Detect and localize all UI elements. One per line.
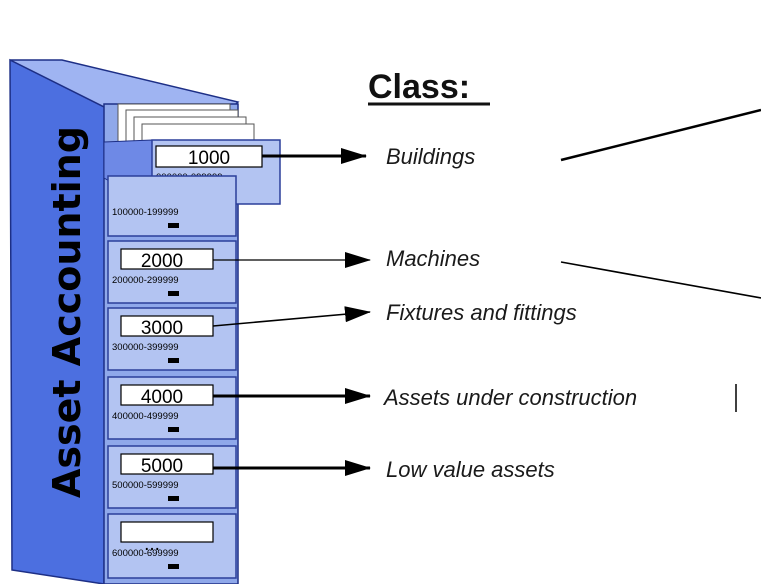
- drawer-2000[interactable]: 2000 200000-299999: [107, 240, 237, 304]
- drawer-label-box: [120, 248, 214, 270]
- drawer-5000[interactable]: 5000 500000-599999: [107, 445, 237, 509]
- drawer-code: 4000: [141, 387, 183, 408]
- filing-cabinet: Asset Accounting 1000 000000-099999 1000…: [9, 58, 281, 584]
- drawer-code: 5000: [141, 456, 183, 477]
- cabinet-side: [9, 58, 107, 584]
- drawer-range: 200000-299999: [112, 275, 179, 286]
- label-low-value-assets: Low value assets: [386, 457, 555, 482]
- drawer-handle: [168, 427, 179, 432]
- connector-line-machines: [560, 261, 761, 299]
- label-machines: Machines: [386, 246, 480, 271]
- drawer-label-box: [120, 453, 214, 475]
- drawer-handle: [168, 223, 179, 228]
- label-assets-under-construction: Assets under construction: [382, 385, 637, 410]
- drawer-range: 300000-399999: [112, 342, 179, 353]
- drawer-code: 3000: [141, 318, 183, 339]
- drawer-label-box: [120, 521, 214, 543]
- drawer-code: 2000: [141, 251, 183, 272]
- drawer-handle: [168, 291, 179, 296]
- arrow-fixtures: [212, 306, 371, 327]
- cabinet-title: Asset Accounting: [45, 126, 89, 498]
- drawer-handle: [168, 496, 179, 501]
- drawer-range: 100000-199999: [112, 207, 179, 218]
- class-heading: Class:: [368, 68, 470, 106]
- drawer-range: 400000-499999: [112, 411, 179, 422]
- drawer-4000[interactable]: 4000 400000-499999: [107, 376, 237, 440]
- drawer-code: ...: [144, 534, 160, 555]
- drawer-handle: [168, 358, 179, 363]
- drawer-3000[interactable]: 3000 300000-399999: [107, 307, 237, 371]
- drawer-range: 600000-699999: [112, 548, 179, 559]
- drawer-range: 500000-599999: [112, 480, 179, 491]
- drawer-100000[interactable]: 100000-199999: [107, 175, 237, 237]
- drawer-code: 1000: [188, 148, 230, 169]
- label-fixtures: Fixtures and fittings: [386, 300, 577, 325]
- label-buildings: Buildings: [386, 144, 475, 169]
- drawer-next[interactable]: ... 600000-699999: [107, 513, 237, 579]
- drawer-handle: [168, 564, 179, 569]
- connector-line-buildings: [560, 108, 761, 162]
